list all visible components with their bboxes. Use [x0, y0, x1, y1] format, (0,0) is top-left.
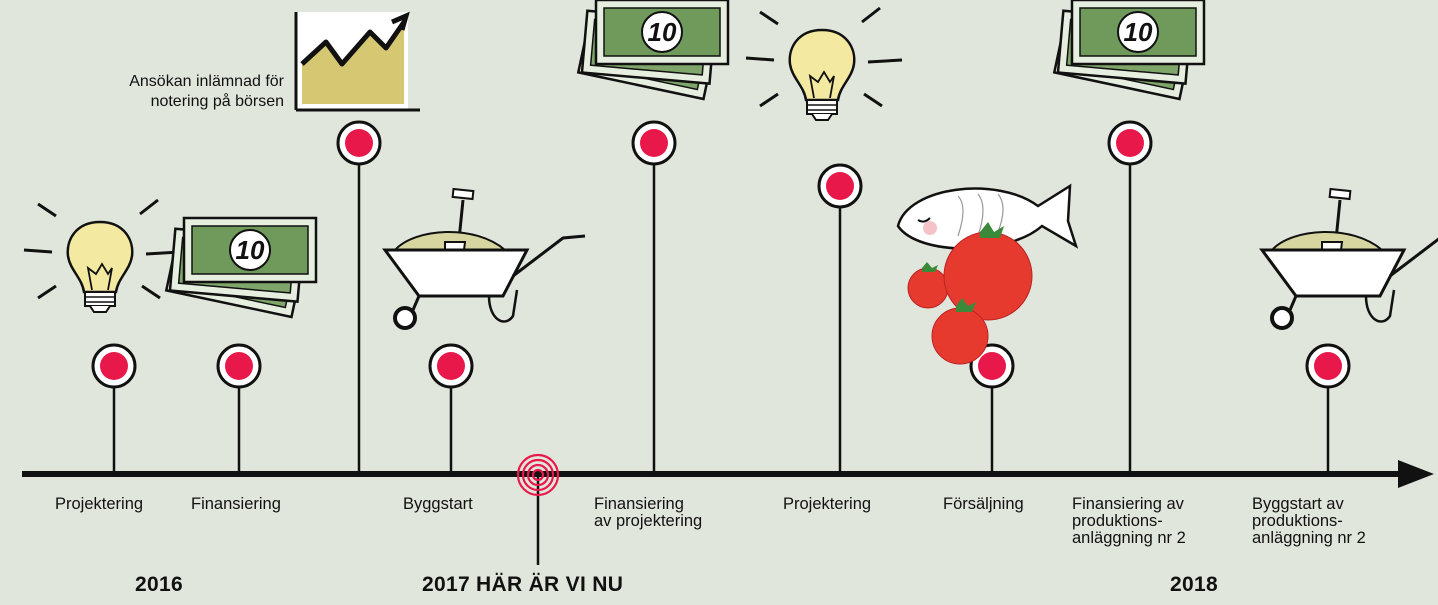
event-label-6: Projektering	[783, 495, 872, 513]
money-value-text: 10	[1124, 17, 1153, 47]
event-label-9: Byggstart av produktions- anläggning nr …	[1252, 495, 1366, 547]
event-pin-1	[91, 343, 137, 474]
event-label-5: Finansiering av projektering	[594, 495, 703, 530]
event-pin-5	[631, 120, 677, 474]
pin-dot	[100, 352, 128, 380]
lightbulb-icon	[22, 198, 182, 314]
chart-icon	[296, 12, 420, 110]
timeline-arrowhead	[1398, 460, 1434, 488]
event-label-8: Finansiering av produktions- anläggning …	[1072, 495, 1186, 547]
money-icon: 10	[165, 216, 318, 319]
year-now: 2017 HÄR ÄR VI NU	[422, 573, 624, 596]
pin-dot	[978, 352, 1006, 380]
pin-dot	[437, 352, 465, 380]
listing-note: Ansökan inlämnad för notering på börsen	[129, 72, 284, 112]
pin-dot	[640, 129, 668, 157]
event-label-4: Byggstart	[403, 495, 473, 513]
wheelbarrow-icon	[383, 186, 587, 330]
money-icon: 10	[1053, 0, 1206, 101]
listing-note-line-1: Ansökan inlämnad för	[129, 73, 284, 90]
pin-dot	[826, 172, 854, 200]
event-label-2: Finansiering	[191, 495, 281, 513]
money-icon: 10	[577, 0, 730, 101]
event-pin-7	[969, 343, 1015, 474]
fish-tomato-icon	[896, 184, 1078, 366]
money-value-text: 10	[648, 17, 677, 47]
listing-note-line-2: notering på börsen	[150, 93, 284, 110]
now-marker	[516, 453, 560, 565]
lightbulb-icon	[744, 6, 904, 122]
wheelbarrow-icon	[1260, 186, 1438, 330]
year-2018: 2018	[1170, 573, 1218, 596]
pin-dot	[225, 352, 253, 380]
money-value-text: 10	[236, 235, 265, 265]
event-pin-6	[817, 163, 863, 474]
pin-dot	[1314, 352, 1342, 380]
event-pin-3	[336, 120, 382, 474]
event-pin-8	[1107, 120, 1153, 474]
pin-dot	[345, 129, 373, 157]
event-label-7: Försäljning	[943, 495, 1024, 513]
event-pin-9	[1305, 343, 1351, 474]
event-label-1: Projektering	[55, 495, 144, 513]
event-pin-2	[216, 343, 262, 474]
year-2016: 2016	[135, 573, 183, 596]
event-pin-4	[428, 343, 474, 474]
pin-dot	[1116, 129, 1144, 157]
